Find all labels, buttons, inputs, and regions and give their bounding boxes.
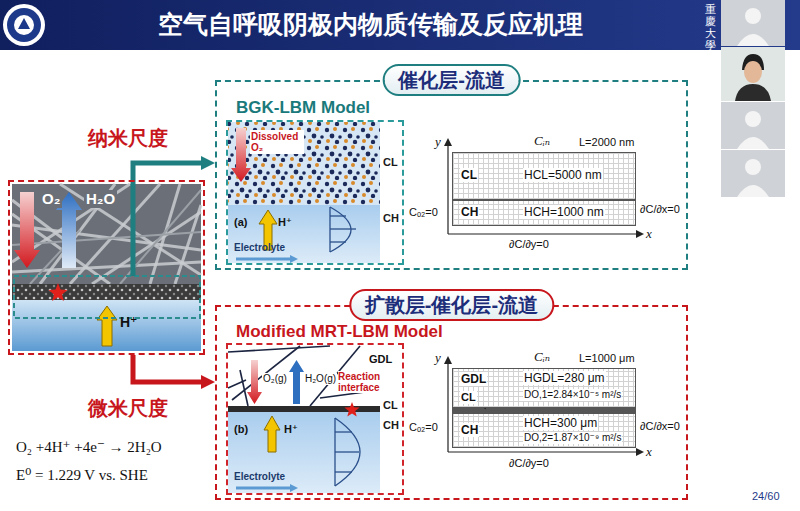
- axis-label: x: [646, 226, 652, 242]
- reaction-equation: O₂ +4H⁺ +4e⁻ → 2H₂O: [16, 438, 162, 456]
- scale-label: 微米尺度: [88, 396, 168, 420]
- species-label: O₂: [40, 190, 62, 208]
- model-title: Modified MRT-LBM Model: [236, 322, 443, 342]
- boundary-label: ∂C/∂y=0: [508, 238, 550, 251]
- layer-label: CL: [460, 391, 477, 404]
- flow-label: Electrolyte: [234, 471, 285, 483]
- nanoscale-panel: Dissolved O₂ (a) H⁺ CL CH Electrolyte CL HCL=50…: [215, 80, 688, 270]
- flow-label: Electrolyte: [234, 242, 285, 254]
- microscale-panel: GDL O₂(g) H₂O(g)Reaction interfaceCL CH H⁺ (b…: [215, 305, 688, 500]
- channel-band: CH HCH=1000 nm: [452, 200, 636, 226]
- dimension-label: HGDL=280 μm: [523, 371, 606, 385]
- axis-label: x: [646, 444, 652, 460]
- potential-equation: E⁰ = 1.229 V vs. SHE: [16, 466, 148, 484]
- axis-label: y: [435, 134, 441, 150]
- layer-label: CH: [460, 205, 479, 219]
- layer-label: CH: [460, 423, 479, 437]
- species-label: Dissolved O₂: [250, 130, 304, 154]
- layer-label: GDL: [460, 372, 487, 386]
- slide-title: 空气自呼吸阴极内物质传输及反应机理: [100, 9, 640, 39]
- gas-diffusion-band: GDL HGDL=280 μm DO,1=2.84×10⁻⁵ m²/s: [452, 368, 636, 408]
- layer-label: CH: [383, 419, 399, 432]
- layer-label: CL: [383, 156, 398, 169]
- panel-heading: 扩散层-催化层-流道: [349, 289, 554, 321]
- boundary-label: ∂C/∂x=0: [639, 203, 681, 216]
- species-label: O₂(g): [262, 373, 288, 385]
- page-number: 24/60: [752, 490, 780, 503]
- boundary-label: ∂C/∂x=0: [639, 420, 681, 433]
- proton-label: H⁺: [120, 314, 138, 331]
- proton-label: H⁺: [278, 216, 292, 229]
- dimension-label: HCH=1000 nm: [523, 205, 605, 219]
- diffusion-image-box: GDL O₂(g) H₂O(g)Reaction interfaceCL CH H⁺ (b…: [226, 343, 404, 495]
- boundary-label: Cₒ₂=0: [408, 421, 439, 434]
- parameter-label: DO,2=1.87×10⁻⁹ m²/s: [523, 432, 622, 444]
- cathode-image-box: O₂ H₂O H⁺: [8, 180, 205, 355]
- layer-label: CL: [460, 168, 478, 182]
- callout-label: Reaction interface: [338, 371, 388, 393]
- microscale-arrow: [133, 355, 207, 382]
- channel-band: CH HCH=300 μm DO,2=1.87×10⁻⁹ m²/s: [452, 413, 636, 448]
- dimension-label: HCL=5000 nm: [523, 168, 603, 182]
- species-label: H₂O(g): [304, 373, 337, 385]
- parameter-label: DO,1=2.84×10⁻⁵ m²/s: [523, 389, 622, 401]
- species-label: H₂O: [84, 190, 117, 208]
- dimension-label: HCH=300 μm: [523, 416, 598, 430]
- panel-heading: 催化层-流道: [382, 64, 521, 96]
- model-title: BGK-LBM Model: [236, 98, 370, 118]
- figure-tag: (a): [234, 216, 247, 229]
- boundary-label: Cᵢₙ: [534, 349, 550, 365]
- dimension-label: L=2000 nm: [578, 136, 635, 149]
- nanoscale-arrow: [133, 163, 207, 180]
- logo-text: 重慶大學: [705, 3, 716, 51]
- layer-label: CL: [383, 399, 398, 412]
- boundary-label: Cₒ₂=0: [408, 206, 439, 219]
- layer-label: CH: [383, 212, 399, 225]
- catalyst-image-box: Dissolved O₂ (a) H⁺ CL CH Electrolyte: [226, 120, 404, 265]
- proton-label: H⁺: [284, 423, 298, 436]
- boundary-label: ∂C/∂y=0: [508, 457, 550, 470]
- scale-label: 纳米尺度: [88, 126, 168, 150]
- axis-label: y: [435, 350, 441, 366]
- dimension-label: L=1000 μm: [578, 352, 636, 365]
- boundary-label: Cᵢₙ: [534, 133, 550, 149]
- catalyst-layer-band: CL HCL=5000 nm: [452, 152, 636, 200]
- layer-label: GDL: [368, 353, 393, 366]
- figure-tag: (b): [234, 423, 248, 436]
